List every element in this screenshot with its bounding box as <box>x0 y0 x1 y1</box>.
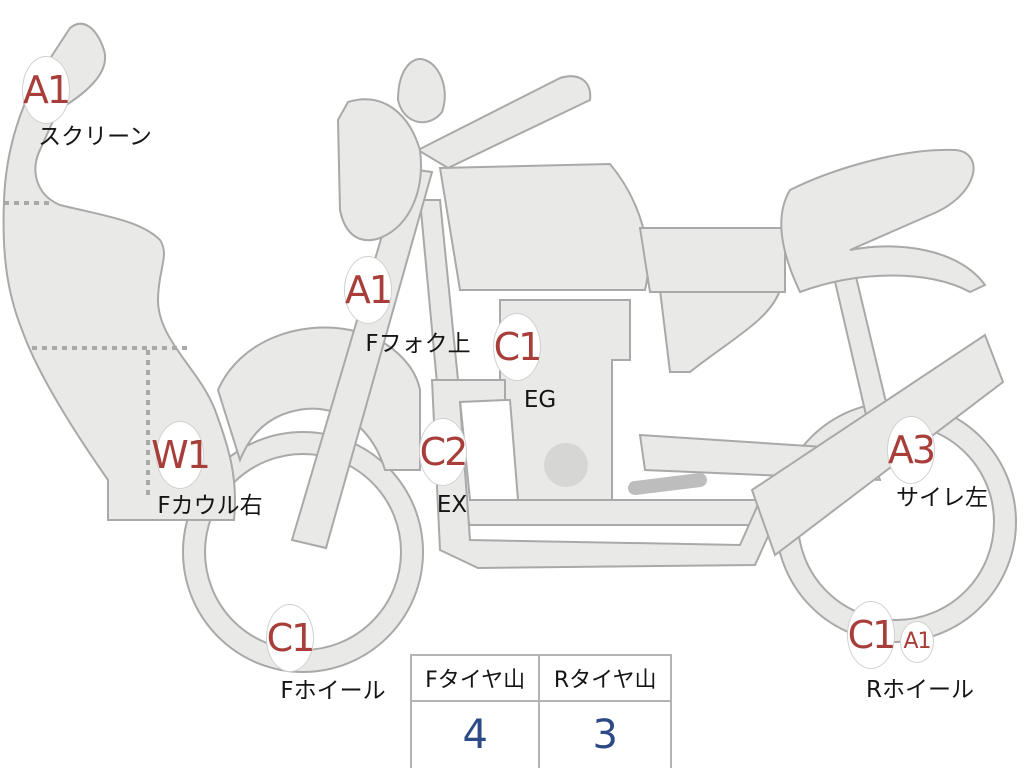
handlebar-shape <box>415 75 592 170</box>
tread-header-row: Fタイヤ山 Rタイヤ山 <box>409 654 672 702</box>
damage-marker-front-wheel: C1 <box>267 605 315 671</box>
fuel-tank-shape <box>438 162 649 291</box>
tail-cowl-shape <box>780 148 987 294</box>
damage-marker-cowl-right: W1 <box>151 422 211 488</box>
damage-marker-rear-wheel-extra: A1 <box>901 622 933 662</box>
damage-marker-rear-wheel: C1 <box>848 602 896 668</box>
exhaust-pipe-shape <box>430 379 782 570</box>
front-fork-shape <box>290 166 434 550</box>
rear-tread-header: Rタイヤ山 <box>538 654 672 702</box>
footpeg-shape <box>628 473 707 495</box>
damage-marker-silencer-left: A3 <box>888 417 936 483</box>
seat-shape <box>638 227 786 293</box>
damage-label-exhaust: EX <box>436 492 468 518</box>
damage-marker-fork-upper: A1 <box>345 257 393 323</box>
damage-label-front-wheel: Fホイール <box>280 678 386 704</box>
silencer-shape <box>750 333 1005 557</box>
damage-label-screen: スクリーン <box>38 124 152 150</box>
front-tread-value: 4 <box>409 700 541 768</box>
mirror-shape <box>396 58 446 124</box>
damage-marker-screen: A1 <box>23 57 71 123</box>
rear-tread-value: 3 <box>538 700 672 768</box>
damage-label-rear-wheel: Rホイール <box>866 677 974 703</box>
headlight-shape <box>336 98 422 242</box>
side-cover-shape <box>658 289 782 373</box>
front-tread-header: Fタイヤ山 <box>409 654 541 702</box>
tread-value-row: 4 3 <box>409 700 672 768</box>
damage-label-cowl-right: Fカウル右 <box>157 493 263 519</box>
damage-marker-exhaust: C2 <box>420 419 468 485</box>
damage-marker-engine: C1 <box>494 314 542 380</box>
engine-cover-shape <box>544 443 588 487</box>
damage-label-engine: EG <box>523 387 557 413</box>
front-wheel-shape <box>182 431 424 673</box>
damage-label-fork-upper: Fフォク上 <box>365 331 471 357</box>
tread-depth-table: Fタイヤ山 Rタイヤ山 4 3 <box>409 654 672 768</box>
damage-label-silencer-left: サイレ左 <box>896 485 988 511</box>
